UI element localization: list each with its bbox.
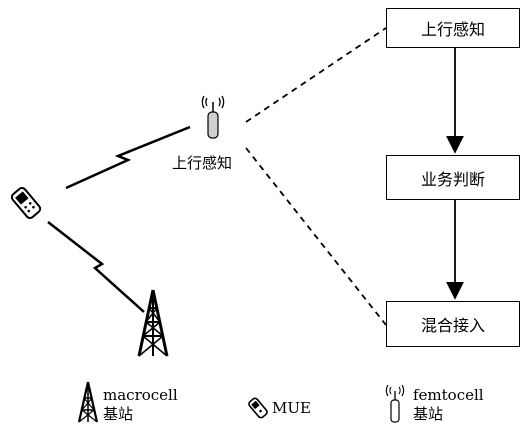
flow-step-3-box: 混合接入 [386,301,520,347]
femtocell-label: 上行感知 [172,154,233,172]
wireless-link-to-macrocell [47,221,145,313]
legend-macrocell-zh: 基站 [103,405,134,423]
legend-macrocell-en: macrocell [103,386,178,404]
wireless-link-to-femtocell [65,125,191,190]
legend-femtocell-zh: 基站 [413,405,444,423]
flow-step-2-label: 业务判断 [420,169,485,189]
flow-step-3-label: 混合接入 [420,316,485,335]
legend-macrocell-icon [77,381,99,423]
flow-step-2-box: 业务判断 [386,155,520,200]
legend-mue-text: MUE [272,399,311,417]
femtocell-icon [201,95,225,139]
flow-step-1-label: 上行感知 [420,20,485,39]
legend-femtocell-icon [385,384,405,423]
dashed-link-to-step1 [245,27,387,123]
mue-phone-icon [10,187,42,219]
flow-step-1-box: 上行感知 [386,8,520,48]
dashed-link-to-step3 [245,147,387,326]
legend-femtocell-en: femtocell [413,386,484,404]
macrocell-tower-icon [137,289,169,357]
legend-macrocell-text: macrocell 基站 [103,386,178,424]
legend-mue-icon [248,397,268,419]
legend-femtocell-text: femtocell 基站 [413,386,484,424]
